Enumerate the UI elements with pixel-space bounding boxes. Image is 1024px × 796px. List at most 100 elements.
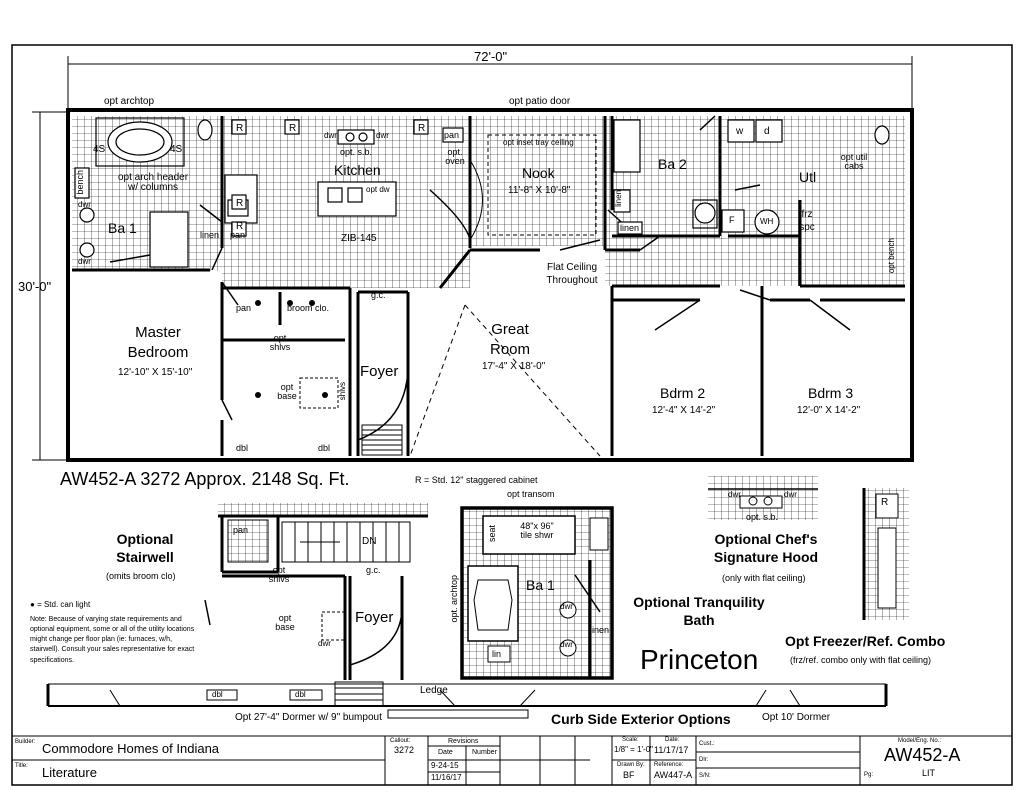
nook-size: 11'-8" X 10'-8" (508, 185, 571, 196)
princeton-model-name: Princeton (640, 644, 759, 675)
reference-value: AW447-A (654, 770, 693, 780)
opt-dw-label: opt dw (366, 185, 390, 194)
curb-side-title: Curb Side Exterior Options (551, 711, 731, 727)
linen-label-1: linen (200, 230, 220, 240)
dwr-label-3: dwr (324, 131, 337, 140)
foyer-label: Foyer (360, 363, 399, 380)
overall-depth-dim: 30'-0" (18, 279, 52, 294)
freezer-title: Opt Freezer/Ref. Combo (785, 633, 946, 649)
great-room-floor (470, 246, 605, 288)
revisions-label: Revisions (448, 738, 479, 745)
overall-dimensions (32, 56, 913, 461)
can-light-1 (255, 300, 261, 306)
wh-label: WH (760, 217, 774, 226)
tile-shower-label: 48"x 96"tile shwr (520, 521, 554, 540)
great-room-ceiling-lines (409, 304, 601, 457)
toilet (197, 119, 213, 141)
stair-dwr-label: dwr (318, 639, 331, 648)
pg-label: Pg: (864, 772, 874, 778)
cust-label: Cust.: (699, 741, 715, 747)
can-light-5 (322, 392, 328, 398)
scale-label: Scale: (622, 737, 639, 743)
nook-label: Nook (522, 165, 555, 181)
curb-side-strip (46, 681, 888, 719)
broom-clo-label: broom clo. (287, 303, 330, 313)
tiled-areas (72, 116, 905, 288)
scale-value: 1/8" = 1'-0" (614, 745, 654, 754)
tranquility-linen-label: linen (590, 625, 610, 635)
can-light-legend: ● = Std. can light (30, 600, 91, 609)
tranquility-dwr-1: dwr (560, 602, 573, 611)
chef-dwr-1: dwr (728, 490, 741, 499)
shlvs-label: shlvs (338, 382, 347, 401)
tranquility-bath-drawing (460, 506, 614, 680)
stairwell-note: (omits broom clo) (106, 571, 176, 581)
bdrm2-size: 12'-4" X 14'-2" (652, 405, 716, 416)
opt-sb-label: opt. s.b. (340, 147, 373, 157)
great-room-size: 17'-4" X 18'-0" (482, 361, 546, 372)
ledge-label: Ledge (420, 685, 448, 696)
interior-walls (72, 116, 905, 456)
bdrm3-size: 12'-0" X 14'-2" (797, 405, 861, 416)
chef-hood-drawing (708, 476, 818, 520)
r-cab-1: R (236, 123, 244, 134)
opt-inset-tray-label: opt inset tray ceiling (503, 138, 574, 147)
tranquility-dwr-2: dwr (560, 640, 573, 649)
tranquility-ba1-label: Ba 1 (526, 577, 555, 593)
shower-stall (149, 211, 189, 268)
ba2-utl-fixtures (613, 119, 890, 235)
rev-date-2: 11/16/17 (431, 773, 462, 782)
master-bath-fixtures (74, 117, 258, 268)
sink-1 (79, 207, 95, 223)
furnace-label: F (729, 215, 735, 225)
drawn-value: BF (623, 770, 635, 780)
model-value: AW452-A (884, 745, 961, 765)
title-value: Literature (42, 765, 97, 780)
pg-value: LIT (922, 768, 936, 778)
four-s-right: 4S (170, 144, 183, 155)
chef-dwr-2: dwr (784, 490, 797, 499)
bdrm3-label: Bdrm 3 (808, 385, 854, 401)
dryer-label: d (764, 126, 770, 137)
dwr-label-1: dwr (78, 200, 91, 209)
gc-label: g.c. (371, 290, 386, 300)
opt-archtop-label: opt archtop (104, 96, 155, 107)
builder-value: Commodore Homes of Indiana (42, 741, 220, 756)
stair-pan-label: pan (233, 525, 249, 535)
dormer-10-label: Opt 10' Dormer (762, 712, 831, 723)
opt-archtop-vertical: opt. archtop (449, 575, 459, 623)
utl-label: Utl (799, 169, 817, 185)
ba2-tub (613, 119, 641, 173)
r-cab-4: R (236, 198, 244, 209)
r-cab-3: R (418, 123, 426, 134)
tranquility-lin-label: lin (492, 649, 502, 659)
master-bedroom-size: 12'-10" X 15'-10" (118, 367, 193, 378)
tray-ceiling (487, 134, 597, 236)
chef-hood-note: (only with flat ceiling) (722, 573, 806, 583)
pan-label-2: pan (444, 130, 460, 140)
freezer-drawing (862, 488, 909, 620)
title-label: Title: (15, 763, 28, 769)
date-label: Date: (665, 737, 680, 743)
can-light-2 (287, 300, 293, 306)
dwr-label-2: dwr (78, 257, 91, 266)
freezer-r-label: R (881, 497, 889, 508)
washer-label: w (736, 126, 744, 137)
rev-date-1: 9-24-15 (431, 761, 459, 770)
chef-opt-sb-label: opt. s.b. (746, 512, 779, 522)
dlr-label: Dlr: (699, 757, 709, 763)
dormer-27-label: Opt 27'-4" Dormer w/ 9" bumpout (235, 712, 382, 723)
can-light-4 (255, 392, 261, 398)
